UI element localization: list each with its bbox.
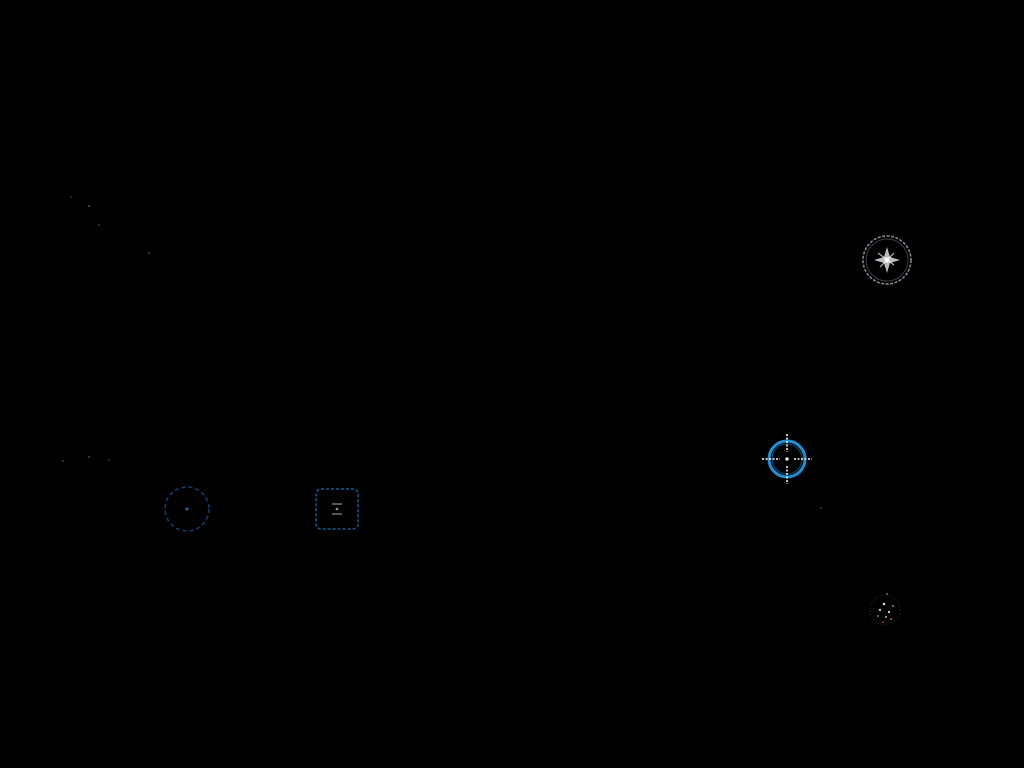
star-speck: [88, 456, 90, 458]
star-speck: [62, 460, 64, 462]
star-speck: [820, 507, 822, 509]
star-speck: [88, 205, 90, 207]
star-speck: [70, 196, 72, 198]
compass-icon[interactable]: [860, 233, 914, 287]
circle-outline-icon[interactable]: [160, 484, 214, 534]
star-speck: [108, 459, 110, 461]
star-speck: [148, 252, 150, 254]
crosshair-icon: [762, 434, 812, 484]
square-outline-icon[interactable]: [313, 486, 361, 532]
star-speck: [98, 224, 100, 226]
sparkle-icon: [869, 593, 901, 626]
